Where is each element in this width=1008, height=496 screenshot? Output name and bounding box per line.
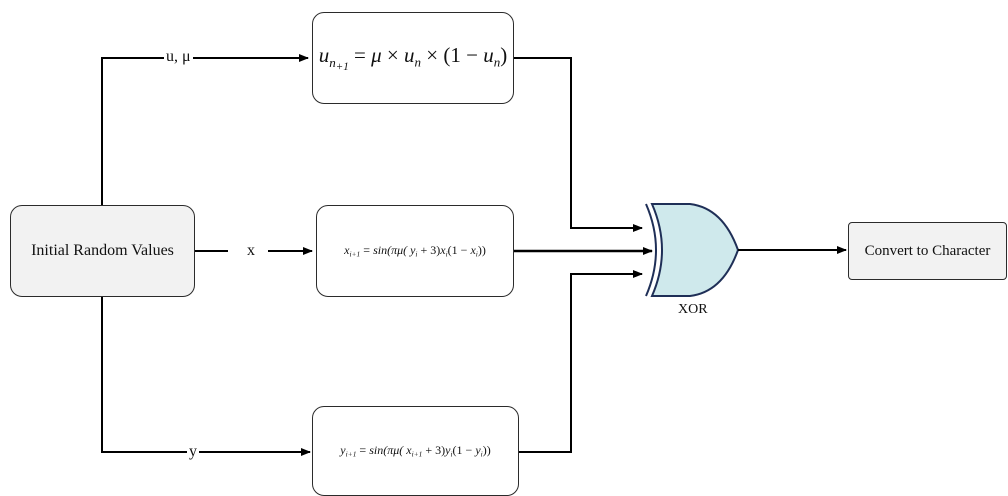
x-sine-map-equation-node: xi+1 = sin(πμ( yi + 3)xi(1 − xi)): [316, 205, 514, 297]
edge-logistic-to-xor: [514, 57, 643, 232]
initial-random-values-node: Initial Random Values: [10, 205, 195, 297]
initial-random-values-label: Initial Random Values: [31, 242, 174, 259]
edge-start-to-logistic: [101, 54, 309, 205]
xor-gate-icon: [645, 203, 740, 297]
convert-to-character-label: Convert to Character: [864, 242, 991, 259]
edge-start-to-y-eq: [101, 297, 311, 456]
edge-label-y: y: [187, 443, 199, 461]
y-sine-map-equation: yi+1 = sin(πμ( xi+1 + 3)yi(1 − yi)): [340, 443, 491, 459]
logistic-map-equation: un+1 = μ × un × (1 − un): [318, 43, 508, 73]
xor-gate-label: XOR: [678, 301, 708, 319]
y-sine-map-equation-node: yi+1 = sin(πμ( xi+1 + 3)yi(1 − yi)): [312, 406, 519, 496]
edge-label-x: x: [244, 242, 258, 260]
edge-label-u-mu: u, μ: [164, 48, 193, 66]
x-sine-map-equation: xi+1 = sin(πμ( yi + 3)xi(1 − xi)): [344, 243, 486, 259]
logistic-map-equation-node: un+1 = μ × un × (1 − un): [312, 12, 514, 104]
edge-y-eq-to-xor: [519, 270, 643, 453]
convert-to-character-node: Convert to Character: [848, 222, 1007, 280]
